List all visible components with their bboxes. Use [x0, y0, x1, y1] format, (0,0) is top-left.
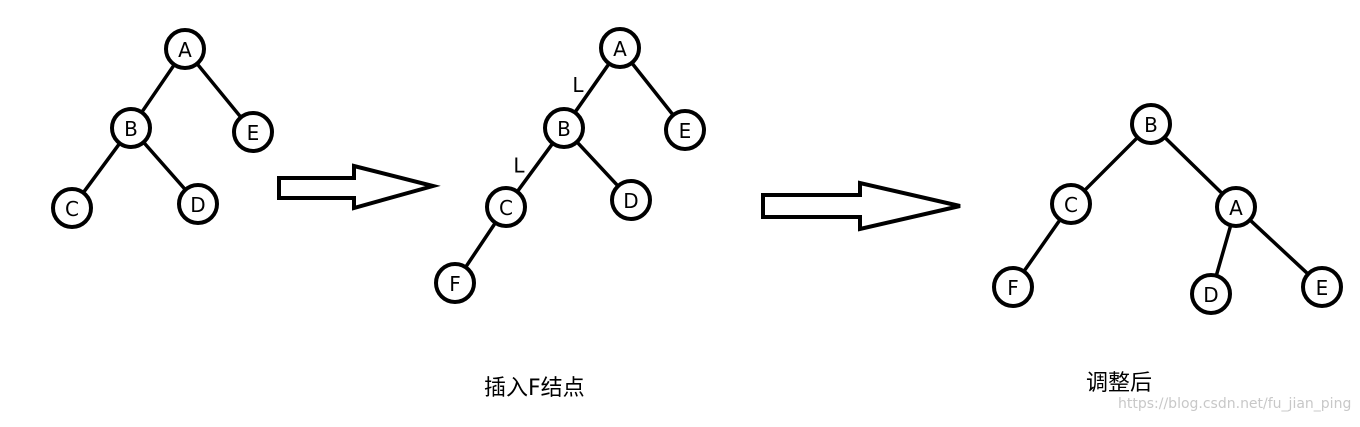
tree-node-A: A: [599, 27, 641, 69]
tree-node-C: C: [1050, 183, 1092, 225]
node-circle: [434, 262, 476, 304]
tree-edge-C-F: [1022, 217, 1062, 274]
tree-edge-B-D: [141, 140, 188, 192]
tree-node-D: D: [610, 179, 652, 221]
tree-node-B: B: [1130, 103, 1172, 145]
tree-node-E: E: [232, 111, 274, 153]
arrow-right-icon: [761, 180, 961, 232]
tree-node-D: D: [177, 183, 219, 225]
tree-node-A: A: [1215, 186, 1257, 228]
node-label: D: [190, 193, 205, 217]
node-circle: [1130, 103, 1172, 145]
tree-edge-B-C: [515, 141, 555, 194]
node-circle: [664, 109, 706, 151]
tree-edge-C-F: [463, 221, 498, 269]
node-label: B: [557, 117, 571, 141]
node-label: D: [1203, 283, 1218, 307]
tree-after-insert: L L A B E C D F: [434, 27, 706, 304]
tree-node-B: B: [110, 107, 152, 149]
caption-insert: 插入F结点: [484, 376, 585, 401]
edge-direction-label: L: [572, 73, 584, 97]
watermark: https://blog.csdn.net/fu_jian_ping: [1118, 396, 1352, 412]
node-label: E: [247, 121, 260, 145]
node-label: A: [1229, 196, 1243, 220]
tree-node-E: E: [664, 109, 706, 151]
node-label: A: [178, 38, 192, 62]
tree-node-E: E: [1301, 266, 1343, 308]
tree-edge-A-E: [1248, 218, 1310, 276]
tree-node-D: D: [1190, 273, 1232, 315]
node-circle: [543, 107, 585, 149]
node-circle: [177, 183, 219, 225]
tree-original: A B E C D: [51, 28, 274, 229]
caption-adjusted: 调整后: [1086, 371, 1153, 396]
tree-edge-B-D: [575, 140, 620, 188]
node-circle: [992, 266, 1034, 308]
tree-edge-A-B: [139, 62, 177, 115]
node-label: B: [1144, 113, 1158, 137]
tree-node-A: A: [164, 28, 206, 70]
node-circle: [1215, 186, 1257, 228]
node-circle: [51, 187, 93, 229]
tree-node-B: B: [543, 107, 585, 149]
tree-node-F: F: [992, 266, 1034, 308]
tree-node-F: F: [434, 262, 476, 304]
node-circle: [1050, 183, 1092, 225]
node-label: C: [1064, 193, 1078, 217]
tree-edge-A-B: [573, 61, 611, 115]
tree-edge-A-E: [630, 61, 675, 117]
node-circle: [610, 179, 652, 221]
node-circle: [485, 186, 527, 228]
edge-direction-label: L: [513, 154, 525, 178]
node-label: E: [1316, 276, 1329, 300]
node-label: F: [449, 272, 461, 296]
tree-edge-A-D: [1214, 223, 1233, 278]
node-label: A: [613, 37, 627, 61]
node-circle: [599, 27, 641, 69]
arrow-right-icon: [277, 163, 441, 211]
node-circle: [110, 107, 152, 149]
tree-edge-B-C: [81, 141, 122, 195]
node-circle: [1301, 266, 1343, 308]
node-label: C: [65, 197, 79, 221]
node-label: E: [679, 119, 692, 143]
tree-edge-B-C: [1082, 135, 1140, 193]
tree-node-C: C: [485, 186, 527, 228]
node-label: F: [1007, 276, 1019, 300]
node-label: D: [623, 189, 638, 213]
tree-edge-B-A: [1162, 135, 1225, 196]
node-circle: [1190, 273, 1232, 315]
node-circle: [232, 111, 274, 153]
tree-edge-A-E: [195, 61, 243, 120]
node-circle: [164, 28, 206, 70]
tree-after-adjust: B C A F D E: [992, 103, 1343, 315]
node-label: B: [124, 117, 138, 141]
node-label: C: [499, 196, 513, 220]
tree-node-C: C: [51, 187, 93, 229]
